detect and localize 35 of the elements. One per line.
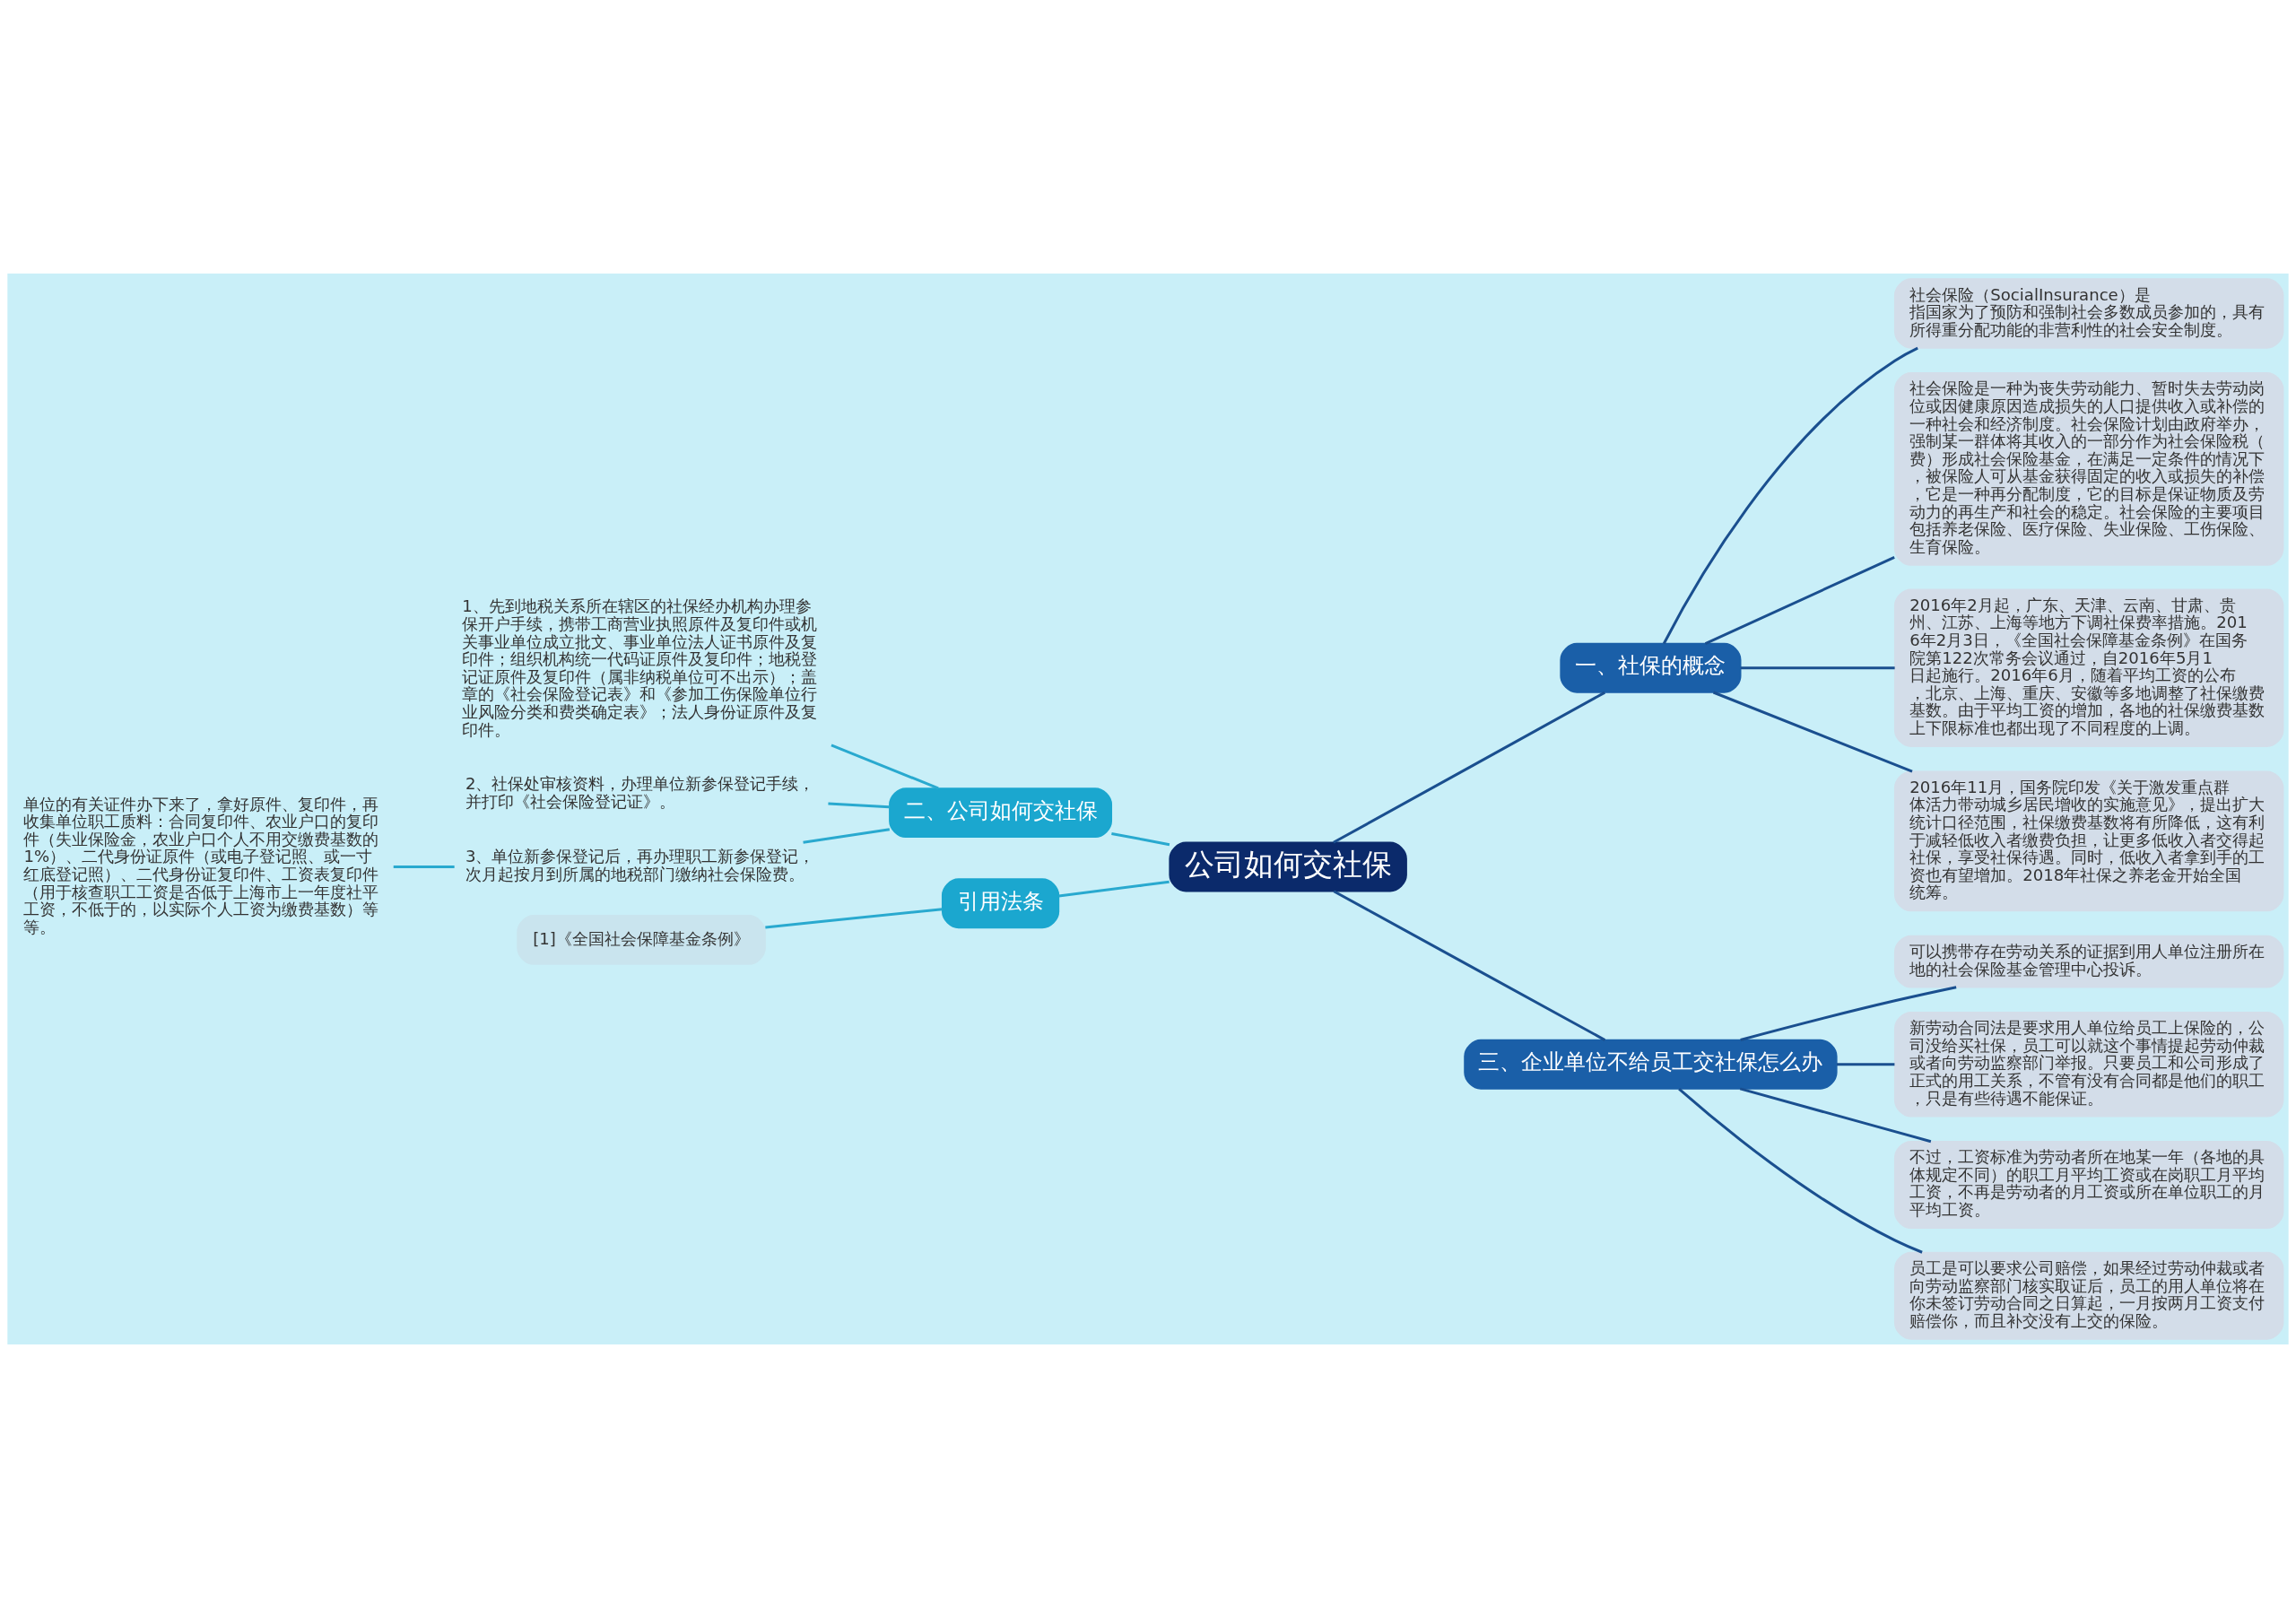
connector (765, 908, 943, 929)
connector (1739, 1087, 1932, 1144)
node-text: 3、单位新参保登记后，再办理职工新参保登记，次月起按月到所属的地税部门缴纳社会保险费。 (465, 847, 815, 883)
connector (831, 744, 939, 790)
node-box: 引用法条 (941, 878, 1060, 929)
node-text: 1、先到地税关系所在辖区的社保经办机构办理参保开户手续，携带工商营业执照原件及复印件或机关事业单位成立批文、事业单位法人证书原件及复印件；组织机构统一代码证原件及复印件；地税登记证原件及复印件（属非纳税单位可不出示）；盖章的《社会保险登记表》和《参加工伤保险单位行业风险分类和费类确定表》；法人身份证原件及复印件。 (462, 596, 818, 739)
connector (1740, 666, 1895, 670)
connector (1836, 1063, 1895, 1066)
connector (828, 802, 890, 809)
connector (1333, 691, 1606, 844)
connector (803, 828, 891, 844)
node-box: 可以携带存在劳动关系的证据到用人单位注册所在地的社会保险基金管理中心投诉。 (1893, 935, 2284, 988)
node-box: 员工是可以要求公司赔偿，如果经过劳动仲裁或者向劳动监察部门核实取证后，员工的用人单位将在你未签订劳动合同之日算起，一月按两月工资支付赔偿你，而且补交没有上交的保险。 (1893, 1251, 2284, 1340)
node-box: 不过，工资标准为劳动者所在地某一年（各地的具体规定不同）的职工月平均工资或在岗职工月平均工资，不再是劳动者的月工资或所在单位职工的月平均工资。 (1893, 1140, 2284, 1230)
node-box: 2016年11月，国务院印发《关于激发重点群体活力带动城乡居民增收的实施意见》，提出扩大统计口径范围，社保缴费基数将有所降低，这有利于减轻低收入者缴费负担，让更多低收入者交得起社保，享受社保待遇。同时，低收入者拿到手的工资也有望增加。2018年社保之养老金开始全国统筹。 (1893, 770, 2284, 912)
connector (1111, 831, 1170, 847)
connector (1678, 1088, 1923, 1254)
node-box: 一、社保的概念 (1560, 642, 1742, 693)
node-box: 社会保险（SocialInsurance）是指国家为了预防和强制社会多数成员参加的，具有所得重分配功能的非营利性的社会安全制度。 (1893, 278, 2284, 349)
node-box: 公司如何交社保 (1169, 841, 1407, 892)
node-box: 2016年2月起，广东、天津、云南、甘肃、贵州、江苏、上海等地方下调社保费率措施。2016年2月3日，《全国社会保障基金条例》在国务院第122次常务会议通过，自2016年5月1日起施行。2016年6月，随着平均工资的公布，北京、上海、重庆、安徽等多地调整了社保缴费基数。由于平均工资的增加，各地的社保缴费基数上下限标准也都出现了不同程度的上调。 (1893, 588, 2284, 747)
node-box: 新劳动合同法是要求用人单位给员工上保险的，公司没给买社保，员工可以就这个事情提起劳动仲裁或者向劳动监察部门举报。只要员工和公司形成了正式的用工关系，不管有没有合同都是他们的职工，只是有些待遇不能保证。 (1893, 1011, 2284, 1118)
connector (1712, 691, 1913, 773)
connector (1740, 986, 1957, 1041)
connector (393, 866, 455, 868)
node-text: 2、社保处审核资料，办理单位新参保登记手续，并打印《社会保险登记证》。 (465, 773, 815, 811)
node-box: 二、公司如何交社保 (889, 787, 1113, 839)
node-box: 三、企业单位不给员工交社保怎么办 (1464, 1039, 1838, 1090)
node-box: [1]《全国社会保障基金条例》 (517, 915, 766, 965)
connector (1662, 346, 1918, 645)
node-text: 单位的有关证件办下来了，拿好原件、复印件，再收集单位职工质料：合同复印件、农业户口的复印件（失业保险金，农业户口个人不用交缴费基数的1%）、二代身份证原件（或电子登记照、或一寸红底登记照）、二代身份证复印件、工资表复印件（用于核查职工工资是否低于上海市上一年度社平工资，不低于的，以实际个人工资为缴费基数）等等。 (23, 794, 379, 936)
connector (1058, 880, 1170, 898)
connector (1704, 555, 1895, 645)
node-box: 社会保险是一种为丧失劳动能力、暂时失去劳动岗位或因健康原因造成损失的人口提供收入或补偿的一种社会和经济制度。社会保险计划由政府举办，强制某一群体将其收入的一部分作为社会保险税（费）形成社会保险基金，在满足一定条件的情况下，被保险人可从基金获得固定的收入或损失的补偿，它是一种再分配制度，它的目标是保证物质及劳动力的再生产和社会的稳定。社会保险的主要项目包括养老保险、医疗保险、失业保险、工伤保险、生育保险。 (1893, 372, 2284, 566)
connector (1333, 890, 1606, 1041)
